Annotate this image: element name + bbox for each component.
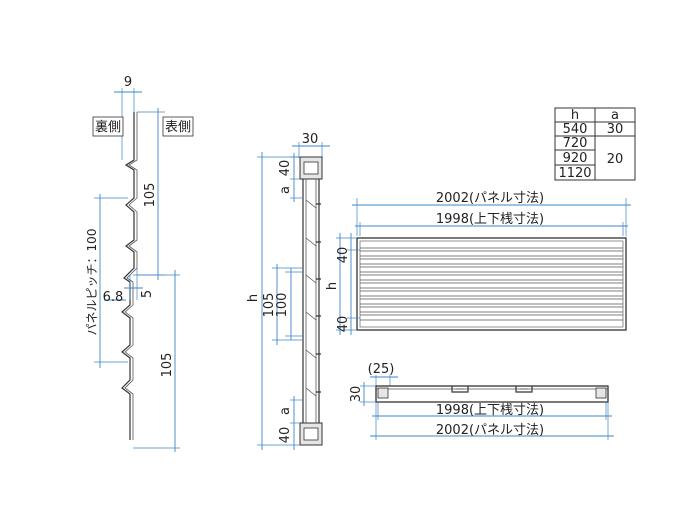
dim-30-label: 30 [302, 132, 319, 147]
width-2002-top-label: 2002(パネル寸法) [436, 191, 544, 206]
front-dim-h-label: h [325, 282, 340, 290]
dim-a-bottom-label: a [278, 407, 293, 415]
plan-view: (25) 30 1998(上下桟寸法) 2002(パネル寸法) [349, 362, 614, 440]
table-h-920: 920 [563, 151, 588, 166]
width-2002-bottom-label: 2002(パネル寸法) [436, 423, 544, 438]
dim-a-top-label: a [278, 186, 293, 194]
dim-6-8-label: 6.8 [103, 290, 124, 305]
plan-dim-30-label: 30 [349, 386, 364, 403]
panel-pitch-label: パネルピッチ：100 [85, 229, 99, 336]
table-h-540: 540 [563, 122, 588, 137]
table-a-20: 20 [607, 152, 624, 167]
table-header-a: a [611, 108, 619, 123]
back-side-label: 裏側 [95, 120, 121, 135]
front-dim-40-bottom-label: 40 [336, 316, 351, 333]
front-view: 2002(パネル寸法) 1998(上下桟寸法) [325, 191, 631, 335]
table-h-1120: 1120 [558, 166, 591, 181]
width-1998-top-label: 1998(上下桟寸法) [436, 212, 544, 227]
dim-100-label: 100 [275, 293, 290, 318]
dim-5-label: 5 [140, 290, 155, 298]
table-a-30: 30 [607, 122, 624, 137]
dim-h-label: h [246, 294, 261, 302]
dim-25-label: (25) [368, 362, 395, 377]
front-side-label: 表側 [165, 120, 191, 135]
table-header-h: h [571, 108, 579, 123]
side-section-view: 30 40 a h 105 100 [246, 132, 330, 450]
dim-40-bottom-label: 40 [278, 427, 293, 444]
h-a-table: h a 540 720 920 1120 30 20 [554, 107, 636, 181]
front-dim-40-top-label: 40 [336, 247, 351, 264]
dim-105-label: 105 [262, 293, 277, 318]
dim-105-upper-label: 105 [143, 183, 158, 208]
dim-105-lower-label: 105 [160, 353, 175, 378]
dim-40-top-label: 40 [278, 160, 293, 177]
panel-profile: 9 裏側 表側 105 パネルピッチ：100 6.8 5 105 [85, 75, 194, 452]
width-1998-bottom-label: 1998(上下桟寸法) [436, 403, 544, 418]
dim-9-label: 9 [124, 75, 132, 90]
table-h-720: 720 [563, 136, 588, 151]
